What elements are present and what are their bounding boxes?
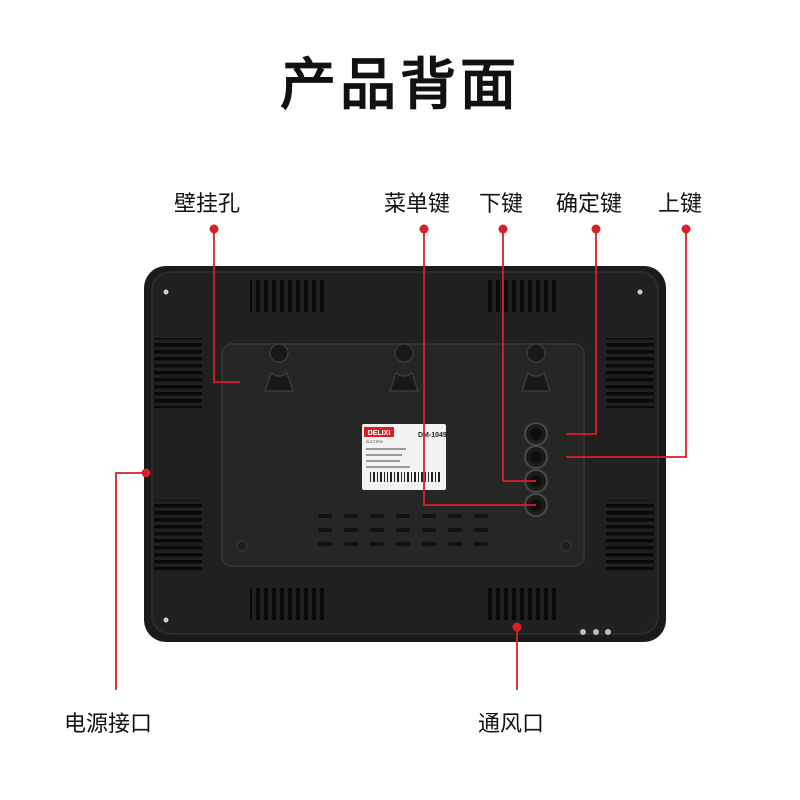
vent-right-lower — [606, 500, 654, 570]
dot-wall-hole — [209, 224, 219, 234]
screw-icon — [637, 289, 643, 295]
barcode — [370, 472, 440, 482]
panel-bump — [236, 540, 248, 552]
leader-power-port — [115, 472, 146, 690]
panel-bump — [560, 540, 572, 552]
leader-down-key — [502, 229, 536, 482]
screw-icon — [163, 289, 169, 295]
dot-power-port — [141, 468, 151, 478]
vent-top-right — [486, 280, 560, 312]
dot-down-key — [498, 224, 508, 234]
callout-up-key: 上键 — [658, 192, 703, 217]
callout-down-key: 下键 — [479, 192, 524, 217]
label-brand-sub: ELECTRIC — [366, 440, 384, 444]
vent-left-upper — [154, 338, 202, 408]
dot-up-key — [681, 224, 691, 234]
vent-left-lower — [154, 500, 202, 570]
leader-menu-key — [423, 229, 536, 506]
power-port-icon — [580, 629, 611, 635]
dot-menu-key — [419, 224, 429, 234]
leader-ok-key — [566, 229, 597, 435]
wall-hole-center — [388, 343, 420, 392]
callout-vent: 通风口 — [478, 712, 545, 737]
vent-top-left — [250, 280, 324, 312]
dot-ok-key — [591, 224, 601, 234]
vent-bottom-left — [250, 588, 324, 620]
wall-hole-right — [520, 343, 552, 392]
vent-right-upper — [606, 338, 654, 408]
label-brand: DELIXI — [368, 430, 391, 437]
leader-up-key — [566, 229, 687, 458]
callout-wall-hole: 壁挂孔 — [174, 192, 241, 217]
callout-menu-key: 菜单键 — [384, 192, 451, 217]
page-title: 产品背面 — [280, 53, 520, 118]
screw-icon — [163, 617, 169, 623]
callout-power-port: 电源接口 — [64, 712, 153, 737]
label-model: DM-1049 — [418, 432, 447, 439]
leader-wall-hole — [213, 229, 240, 383]
vent-bottom-right — [486, 588, 560, 620]
product-label: DELIXI ELECTRIC DM-1049 — [362, 424, 447, 490]
dot-vent — [512, 622, 522, 632]
wall-hole-left — [263, 343, 295, 392]
callout-ok-key: 确定键 — [556, 192, 623, 217]
